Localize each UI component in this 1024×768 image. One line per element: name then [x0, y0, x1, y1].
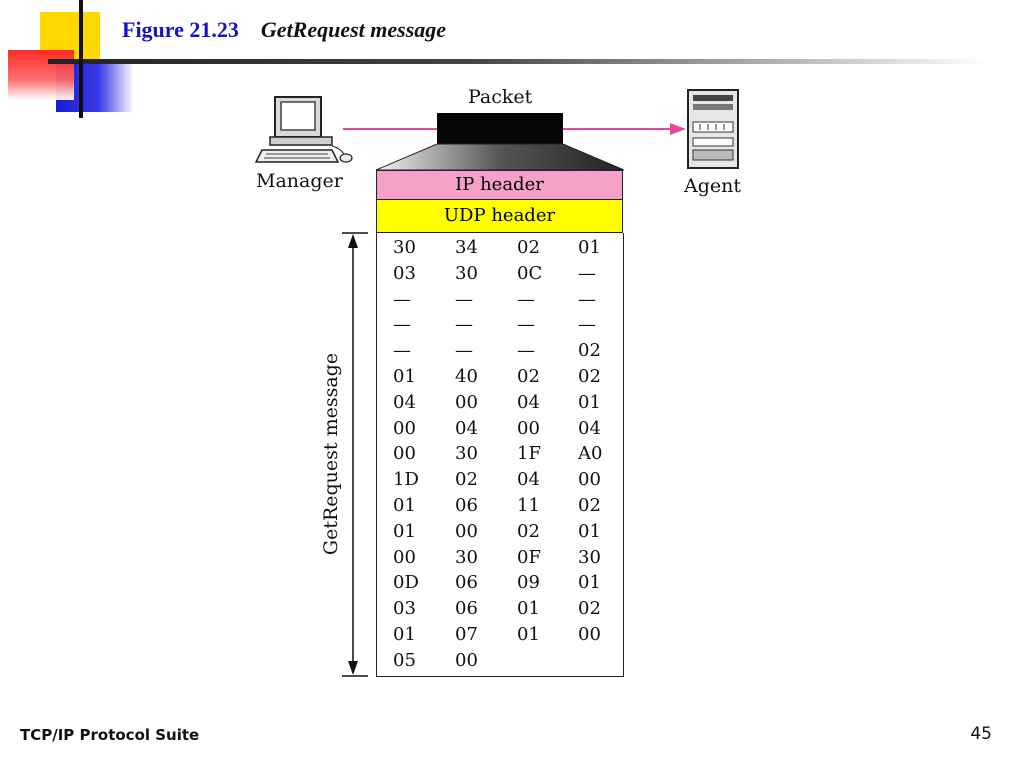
byte-cell: 01: [393, 366, 416, 387]
figure-number: Figure 21.23: [122, 17, 239, 42]
byte-cell: 02: [578, 598, 601, 620]
udp-header-block: UDP header: [376, 200, 623, 233]
byte-cell: —: [393, 340, 411, 362]
byte-cell: 00: [517, 417, 540, 439]
packet-block: [437, 113, 563, 144]
byte-cell: —: [578, 314, 596, 336]
byte-cell: —: [393, 288, 411, 310]
byte-cell: 30: [455, 262, 478, 284]
byte-cell: 30: [578, 546, 601, 568]
byte-cell: —: [517, 340, 535, 362]
byte-cell: 02: [517, 237, 540, 258]
byte-cell: 04: [578, 417, 601, 439]
byte-cell: 00: [393, 546, 416, 568]
byte-cell: 06: [455, 598, 478, 620]
byte-cell: 01: [578, 520, 601, 542]
byte-cell: A0: [578, 443, 603, 465]
ip-header-block: IP header: [376, 170, 623, 200]
byte-cell: 02: [578, 366, 601, 387]
decor-horizontal-rule: [48, 59, 988, 64]
byte-cell: 34: [455, 237, 478, 258]
decor-red-square: [8, 50, 74, 100]
packet-label: Packet: [468, 86, 533, 108]
byte-cell: —: [455, 288, 473, 310]
byte-cell: 00: [393, 417, 416, 439]
byte-cell: 04: [517, 469, 540, 491]
byte-cell: 01: [578, 237, 601, 258]
byte-cell: 00: [455, 649, 478, 671]
byte-cell: 01: [393, 624, 416, 645]
byte-cell: 01: [517, 598, 540, 620]
byte-cell: 02: [517, 520, 540, 542]
byte-cell: 06: [455, 495, 478, 516]
byte-cell: 00: [578, 469, 601, 491]
message-bytes-box: 30 34 02 01 03 30 0C — — — — — — — — — — — — 02 01 40 02 02 04 00…: [376, 233, 624, 677]
byte-cell: 00: [578, 624, 601, 645]
byte-cell: —: [517, 288, 535, 310]
byte-cell: 02: [517, 366, 540, 387]
byte-cell: 03: [393, 598, 416, 620]
byte-cell: —: [455, 314, 473, 336]
byte-cell: 40: [455, 366, 478, 387]
decor-vertical-rule: [79, 0, 83, 118]
byte-cell: 01: [517, 624, 540, 645]
byte-cell: —: [517, 314, 535, 336]
byte-cell: 02: [578, 340, 601, 362]
byte-cell: 02: [455, 469, 478, 491]
byte-cell: 07: [455, 624, 478, 645]
agent-server-icon: [687, 89, 739, 169]
byte-cell: —: [578, 262, 596, 284]
slide-title: Figure 21.23 GetRequest message: [122, 17, 446, 43]
manager-computer-icon: [254, 96, 353, 163]
manager-label: Manager: [256, 170, 343, 192]
byte-cell: 04: [517, 391, 540, 413]
byte-cell: 04: [455, 417, 478, 439]
message-dimension-line: [342, 232, 368, 677]
footer-title: TCP/IP Protocol Suite: [20, 726, 200, 744]
byte-cell: 03: [393, 262, 416, 284]
byte-cell: 00: [455, 520, 478, 542]
byte-cell: 00: [393, 443, 416, 465]
byte-cell: 30: [393, 237, 416, 258]
byte-cell: 06: [455, 572, 478, 594]
byte-cell: 30: [455, 443, 478, 465]
byte-cell: 01: [578, 391, 601, 413]
byte-cell: 05: [393, 649, 416, 671]
byte-cell: 1F: [517, 443, 541, 465]
byte-cell: —: [455, 340, 473, 362]
figure-caption: GetRequest message: [260, 17, 447, 42]
byte-cell: 01: [393, 520, 416, 542]
byte-cell: 00: [455, 391, 478, 413]
byte-cell: 0C: [517, 262, 543, 284]
byte-cell: 11: [517, 495, 540, 516]
byte-cell: 09: [517, 572, 540, 594]
message-label: GetRequest message: [320, 352, 342, 556]
byte-cell: 01: [578, 572, 601, 594]
packet-expansion: [375, 143, 625, 171]
byte-cell: —: [393, 314, 411, 336]
byte-cell: 30: [455, 546, 478, 568]
byte-cell: 04: [393, 391, 416, 413]
byte-cell: 02: [578, 495, 601, 516]
byte-cell: 01: [393, 495, 416, 516]
agent-label: Agent: [684, 175, 741, 197]
page-number: 45: [970, 724, 992, 744]
byte-cell: —: [578, 288, 596, 310]
byte-cell: 0D: [393, 572, 419, 594]
byte-cell: 0F: [517, 546, 541, 568]
byte-cell: 1D: [393, 469, 419, 491]
